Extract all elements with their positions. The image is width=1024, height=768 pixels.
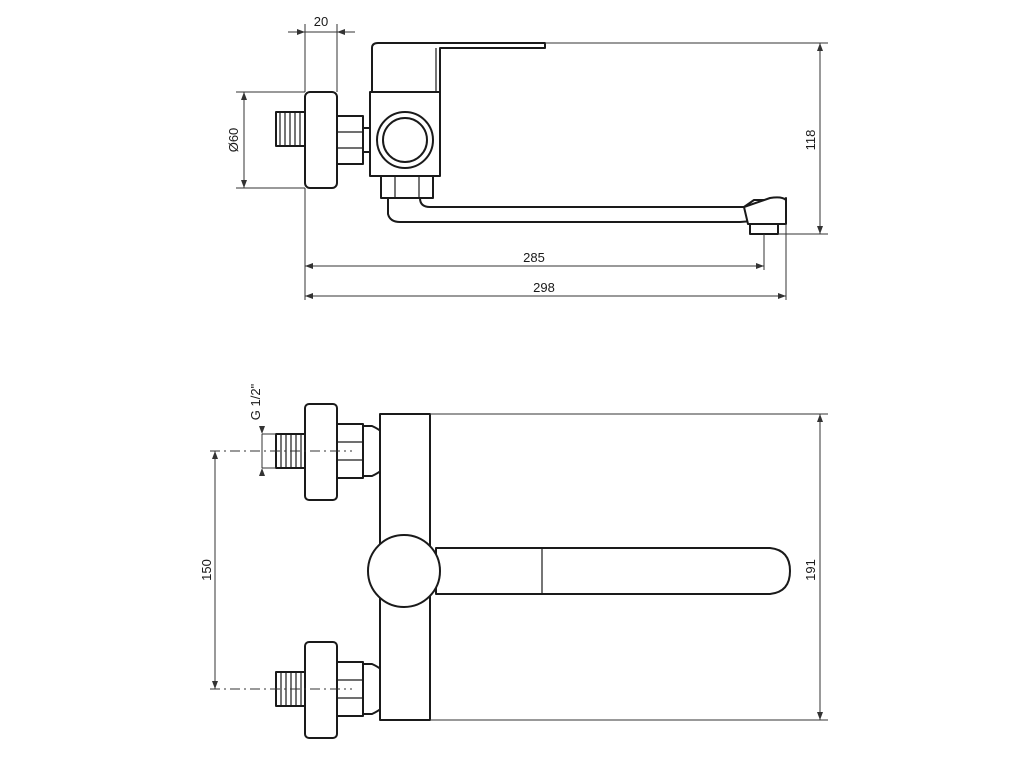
- top-handle: [367, 534, 791, 608]
- side-wall-plate: [304, 91, 338, 189]
- top-inlet-upper: [275, 403, 393, 501]
- label-overall-length: 298: [533, 280, 555, 295]
- side-threaded-inlet: [275, 111, 307, 147]
- side-hex-nut: [336, 115, 364, 165]
- dimension-thread: G 1/2": [248, 383, 276, 476]
- top-inlet-lower: [275, 641, 393, 739]
- dimension-wall-plate-diameter: Ø60: [226, 91, 305, 189]
- side-handle: [371, 42, 546, 93]
- side-spout: [387, 196, 787, 225]
- label-depth: 191: [803, 559, 818, 581]
- dimension-inlet-spacing: 150: [199, 451, 218, 689]
- side-cartridge: [376, 111, 434, 169]
- side-view: 20 Ø60 118 285: [226, 14, 828, 300]
- label-height: 118: [803, 130, 818, 151]
- side-aerator: [749, 223, 779, 235]
- label-reach: 285: [523, 250, 545, 265]
- dimension-depth: 191: [430, 413, 828, 721]
- label-thread: G 1/2": [248, 383, 263, 420]
- dimension-reach: 285: [304, 188, 765, 300]
- dimension-height: 118: [545, 42, 828, 235]
- label-wall-plate-depth: 20: [314, 14, 328, 29]
- dimension-overall-length: 298: [305, 224, 787, 300]
- dimension-wall-plate-depth: 20: [288, 14, 355, 92]
- top-view: G 1/2" 150 191: [199, 383, 828, 739]
- side-swivel-nut: [380, 175, 434, 199]
- label-wall-plate-diameter: Ø60: [226, 128, 241, 153]
- label-inlet-spacing: 150: [199, 559, 214, 581]
